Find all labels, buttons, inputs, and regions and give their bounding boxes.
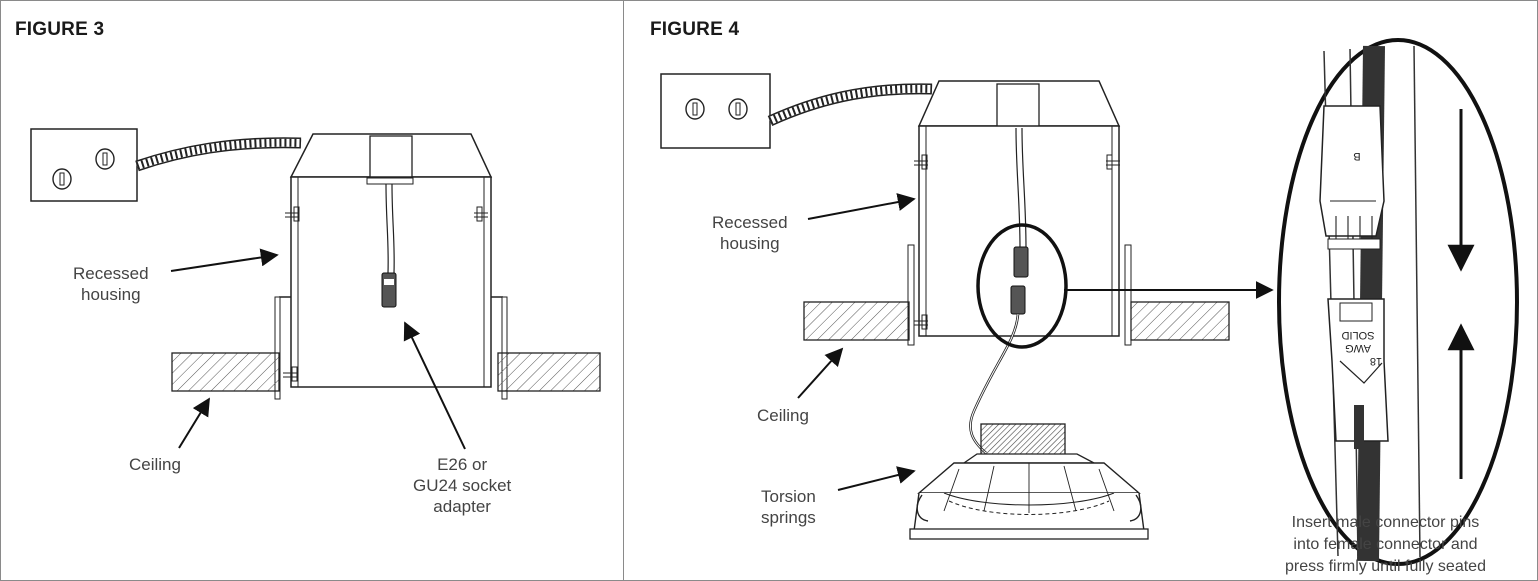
figure-3-illustration xyxy=(30,128,601,450)
recessed-housing xyxy=(907,80,1274,454)
female-letter-marking: B xyxy=(1353,150,1360,162)
torsion-springs-label: Torsion springs xyxy=(761,486,816,528)
leader-arrows xyxy=(170,248,466,450)
connector-instruction-line3: press firmly until fully seated xyxy=(1285,558,1486,575)
recessed-housing-label-line1: Recessed xyxy=(712,213,788,232)
connector-instruction-line2: into female connector and xyxy=(1293,536,1478,553)
recessed-housing-label-line2: housing xyxy=(81,285,141,304)
socket-adapter-label-line2: GU24 socket xyxy=(413,476,512,495)
male-marking-line1: 18 xyxy=(1370,355,1382,367)
socket-adapter-label-line3: adapter xyxy=(433,497,491,516)
male-marking-line3: SOLID xyxy=(1341,329,1374,341)
ceiling-section xyxy=(171,352,601,392)
recessed-housing-label-line2: housing xyxy=(720,234,780,253)
male-marking-line2: AWG xyxy=(1345,342,1371,354)
led-retrofit-trim xyxy=(909,423,1149,540)
figure-4-title: FIGURE 4 xyxy=(650,19,740,40)
ceiling-label: Ceiling xyxy=(129,455,181,474)
torsion-springs-label-line1: Torsion xyxy=(761,487,816,506)
connector-closeup xyxy=(1277,38,1519,566)
ceiling-section xyxy=(803,301,1230,341)
figure-4-illustration: B 18 AWG SOLID xyxy=(660,38,1519,566)
connector-markings: B 18 AWG SOLID xyxy=(1341,150,1382,367)
leader-arrows xyxy=(797,193,916,491)
figure-4-panel: FIGURE 4 xyxy=(623,0,1538,581)
figure-3-title: FIGURE 3 xyxy=(15,19,105,40)
junction-box xyxy=(660,73,771,149)
figure-3-panel: FIGURE 3 xyxy=(0,0,624,581)
recessed-housing-label: Recessed housing xyxy=(73,263,149,305)
armored-cable xyxy=(135,137,302,172)
armored-cable xyxy=(767,83,933,127)
recessed-housing xyxy=(274,133,508,400)
socket-adapter-label: E26 or GU24 socket adapter xyxy=(413,454,511,517)
connector-instruction-line1: Insert male connector pins xyxy=(1291,514,1480,531)
socket-adapter-label-line1: E26 or xyxy=(437,455,488,474)
ceiling-label: Ceiling xyxy=(757,406,809,425)
junction-box xyxy=(30,128,138,202)
recessed-housing-label: Recessed housing xyxy=(712,212,788,254)
connector-instruction-label: Insert male connector pins into female c… xyxy=(1285,512,1486,578)
recessed-housing-label-line1: Recessed xyxy=(73,264,149,283)
torsion-springs-label-line2: springs xyxy=(761,508,816,527)
